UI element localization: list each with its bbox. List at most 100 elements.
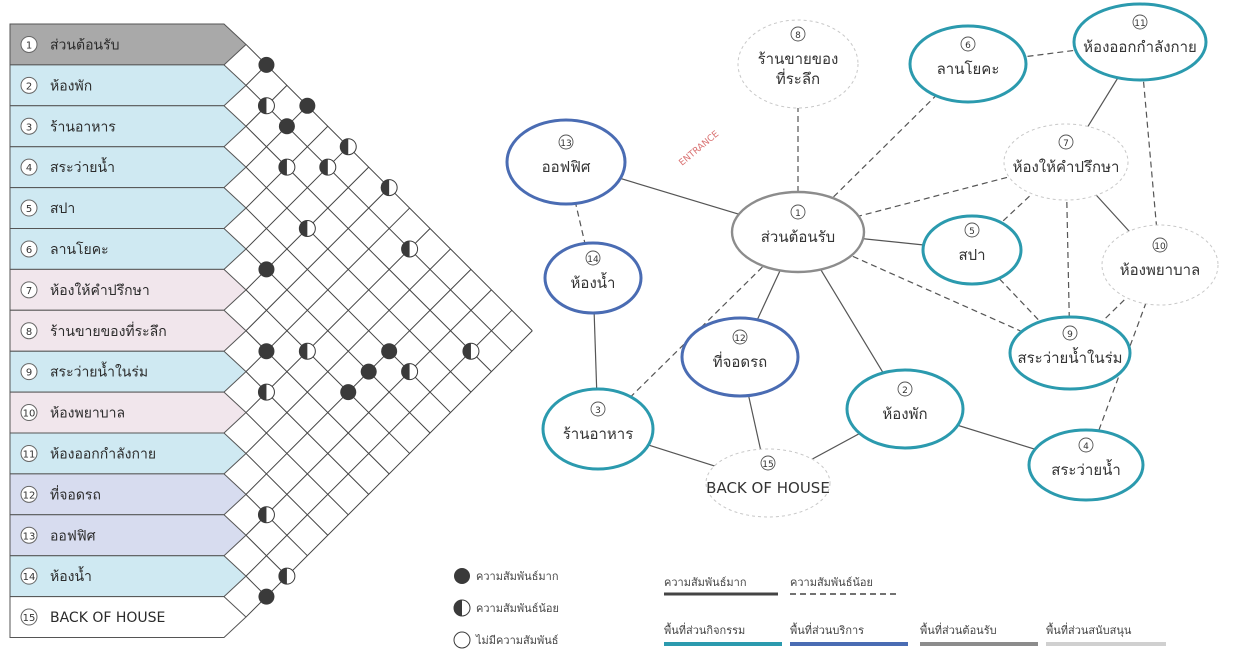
legend-line-strong-label: ความสัมพันธ์มาก bbox=[664, 576, 747, 589]
node-label: ห้องพยาบาล bbox=[1120, 261, 1200, 279]
legend: ความสัมพันธ์มากความสัมพันธ์น้อยไม่มีความ… bbox=[453, 568, 1166, 649]
row-number-circle bbox=[20, 363, 38, 381]
row-number: 9 bbox=[26, 368, 32, 379]
row-number-circle bbox=[20, 35, 38, 53]
node-ellipse bbox=[730, 190, 866, 274]
matrix-row: 9 สระว่ายน้ำในร่ม bbox=[9, 350, 247, 393]
node-label: ที่ระลึก bbox=[776, 68, 820, 88]
row-label: ลานโยคะ bbox=[50, 241, 109, 258]
matrix-marker-weak bbox=[319, 158, 337, 176]
row-label: ห้องน้ำ bbox=[50, 566, 92, 585]
matrix-row-band bbox=[9, 187, 247, 229]
node-number: 11 bbox=[1134, 19, 1145, 29]
row-number: 13 bbox=[23, 531, 36, 542]
matrix-row: 8 ร้านขายของที่ระลึก bbox=[9, 309, 247, 352]
grid-line bbox=[245, 105, 308, 168]
matrix-row-band bbox=[9, 146, 247, 189]
row-label: ห้องให้คำปรึกษา bbox=[50, 282, 150, 299]
matrix-row: 2 ห้องพัก bbox=[9, 64, 247, 107]
legend-line-weak-label: ความสัมพันธ์น้อย bbox=[790, 576, 873, 589]
legend-zone-label: พื้นที่ส่วนสนับสนุน bbox=[1046, 622, 1132, 637]
legend-marker-strong bbox=[454, 568, 470, 584]
node-ellipse bbox=[541, 387, 655, 471]
node-label: ร้านขายของ bbox=[758, 50, 839, 68]
matrix-row-band bbox=[9, 596, 247, 638]
row-label: ห้องพยาบาล bbox=[50, 406, 125, 422]
node-ellipse bbox=[921, 214, 1023, 286]
grid-line bbox=[245, 207, 410, 373]
row-number: 5 bbox=[26, 204, 32, 215]
node-label: ห้องพัก bbox=[882, 405, 927, 423]
row-label: สระว่ายน้ำในร่ม bbox=[50, 362, 148, 381]
row-number-circle bbox=[20, 76, 38, 94]
matrix-marker-strong bbox=[360, 363, 377, 380]
row-number-circle bbox=[20, 404, 38, 422]
node-label: BACK OF HOUSE bbox=[706, 479, 830, 497]
row-number: 15 bbox=[23, 613, 36, 624]
grid-line bbox=[245, 330, 533, 618]
node-number-circle bbox=[558, 134, 574, 150]
node-number: 7 bbox=[1063, 139, 1069, 149]
node-2: 2 ห้องพัก bbox=[845, 368, 965, 450]
row-label: ร้านขายของที่ระลึก bbox=[50, 322, 167, 340]
matrix-row: 6 ลานโยคะ bbox=[9, 228, 247, 270]
node-number-circle bbox=[790, 26, 806, 42]
matrix-row: 10 ห้องพยาบาล bbox=[9, 391, 247, 434]
node-number: 2 bbox=[902, 386, 908, 396]
node-number-circle bbox=[1058, 134, 1074, 150]
row-label: ห้องพัก bbox=[50, 78, 92, 94]
legend-zone-label: พื้นที่ส่วนต้อนรับ bbox=[920, 622, 997, 637]
node-ellipse bbox=[908, 24, 1028, 104]
node-number: 8 bbox=[795, 31, 801, 41]
node-number-circle bbox=[585, 250, 601, 266]
grid-line bbox=[245, 248, 431, 434]
row-number: 8 bbox=[26, 327, 32, 338]
node-number: 15 bbox=[762, 460, 773, 470]
row-label: ส่วนต้อนรับ bbox=[50, 37, 119, 53]
node-12: 12ที่จอดรถ bbox=[680, 316, 800, 398]
node-8: 8 ร้านขายของที่ระลึก bbox=[737, 19, 859, 109]
row-number: 2 bbox=[26, 81, 32, 92]
matrix-marker-weak bbox=[401, 240, 419, 258]
matrix-row-band bbox=[9, 350, 247, 393]
matrix-marker-weak bbox=[298, 342, 316, 360]
row-number: 10 bbox=[23, 409, 36, 420]
legend-marker-none bbox=[453, 631, 471, 649]
node-3: 3ร้านอาหาร bbox=[541, 387, 655, 471]
node-number-circle bbox=[1152, 237, 1168, 253]
node-number: 5 bbox=[969, 227, 975, 237]
matrix-row: 1 ส่วนต้อนรับ bbox=[9, 23, 247, 66]
grid-line bbox=[245, 228, 431, 413]
legend-zone-label: พื้นที่ส่วนกิจกรรม bbox=[664, 622, 745, 637]
row-number: 3 bbox=[26, 122, 32, 133]
row-label: ที่จอดรถ bbox=[50, 485, 101, 503]
edge-dashed bbox=[1139, 41, 1161, 266]
legend-zone-label: พื้นที่ส่วนบริการ bbox=[790, 622, 864, 637]
row-number: 14 bbox=[23, 572, 36, 583]
node-ellipse bbox=[1027, 428, 1145, 502]
matrix-row-band bbox=[9, 64, 247, 107]
matrix-row-band bbox=[9, 555, 247, 598]
node-number-circle bbox=[760, 455, 776, 471]
matrix-marker-weak bbox=[298, 220, 316, 237]
grid-line bbox=[245, 187, 390, 332]
row-number: 1 bbox=[26, 40, 32, 51]
matrix-marker-weak bbox=[380, 179, 398, 197]
matrix-marker-weak bbox=[339, 138, 357, 156]
matrix-marker-strong bbox=[258, 343, 275, 360]
node-number-circle bbox=[590, 401, 606, 417]
row-number: 6 bbox=[26, 245, 32, 256]
row-number-circle bbox=[20, 240, 38, 258]
node-number-circle bbox=[897, 381, 913, 397]
